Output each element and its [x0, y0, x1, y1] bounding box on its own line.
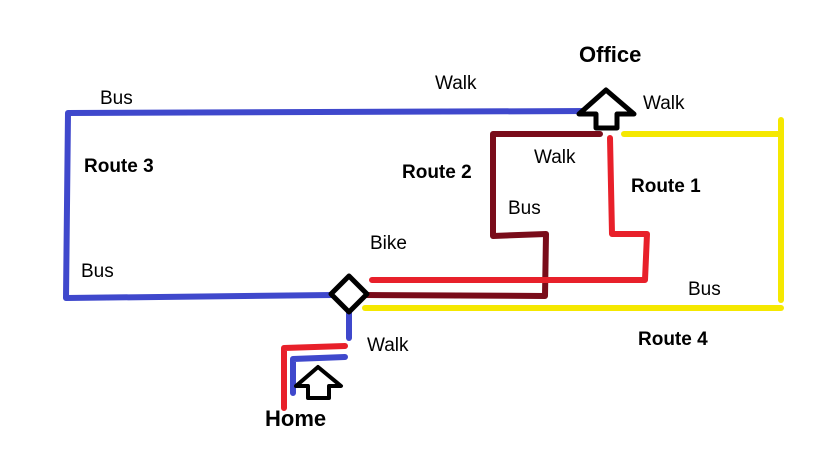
bus-label: Bus	[81, 261, 114, 282]
route-3-path	[63, 108, 593, 396]
walk-label: Walk	[435, 73, 477, 94]
route-2-path	[361, 131, 603, 299]
route-1-path	[281, 135, 650, 411]
route-3-line	[290, 354, 348, 396]
route-2-line	[361, 131, 603, 299]
bus-label: Bus	[100, 88, 133, 109]
bus-label: Bus	[508, 198, 541, 219]
walk-label: Walk	[534, 147, 576, 168]
office-label: Office	[579, 42, 641, 67]
home-label: Home	[265, 406, 326, 431]
bus-label: Bus	[688, 279, 721, 300]
bike-label: Bike	[370, 233, 407, 254]
route-2-label: Route 2	[402, 162, 472, 183]
up-arrow-icon	[576, 87, 637, 131]
walk-label: Walk	[643, 93, 685, 114]
route-3-line	[63, 108, 593, 301]
route-3-label: Route 3	[84, 156, 154, 177]
up-arrow-icon	[294, 365, 343, 400]
walk-label: Walk	[367, 335, 409, 356]
route-4-label: Route 4	[638, 329, 708, 350]
route-1-line	[281, 343, 348, 411]
route-1-line	[369, 135, 650, 283]
diamond-icon	[328, 273, 370, 315]
route-4-path	[362, 117, 784, 311]
route-1-label: Route 1	[631, 176, 701, 197]
